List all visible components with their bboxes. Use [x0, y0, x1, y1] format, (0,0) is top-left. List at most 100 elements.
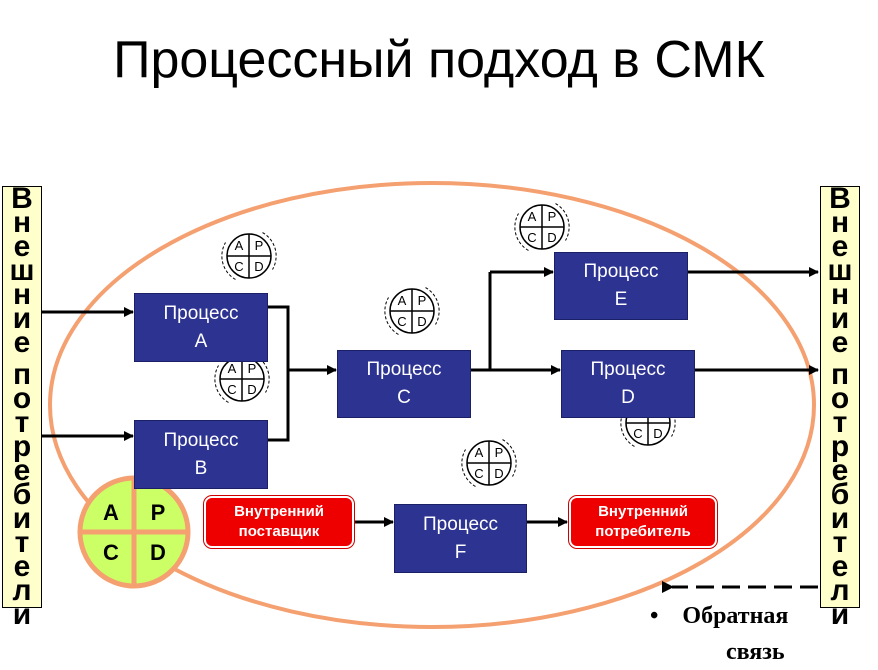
feedback-line2: связь — [726, 639, 785, 665]
rotation-arc-icon — [214, 365, 229, 403]
process-c-letter: C — [397, 387, 411, 408]
process-a-box: Процесс A — [134, 293, 268, 362]
vertical-letter: б — [830, 478, 850, 511]
connector-a-out — [267, 305, 290, 442]
vertical-letter: ш — [9, 254, 35, 287]
process-d-letter: D — [621, 387, 635, 408]
pdca-small-letter: D — [247, 382, 256, 397]
pdca-cycle-large: A P C D — [77, 475, 191, 589]
process-a-label: Процесс — [163, 302, 239, 324]
rotation-arc-icon — [221, 242, 236, 280]
vertical-letter: л — [12, 574, 32, 607]
bullet-icon: • — [650, 603, 659, 629]
vertical-letter: о — [12, 382, 32, 415]
vertical-letter: ш — [827, 254, 853, 287]
pdca-small-letter: A — [228, 361, 237, 376]
rotation-arc-icon — [555, 203, 570, 241]
process-f-box: Процесс F — [394, 504, 527, 573]
pdca-small-letter: P — [495, 445, 504, 460]
pdca-small-letter: C — [397, 314, 406, 329]
vertical-letter: о — [830, 382, 850, 415]
pdca-small-letter: C — [527, 230, 536, 245]
pdca-small-letter: D — [547, 230, 556, 245]
rotation-arc-icon — [502, 439, 517, 477]
vertical-letter: и — [12, 502, 32, 535]
vertical-letter: В — [829, 182, 851, 215]
rotation-arc-icon — [514, 213, 529, 251]
process-b-box: Процесс B — [134, 420, 268, 489]
vertical-letter: и — [12, 302, 32, 335]
pdca-large-p: P — [151, 500, 166, 525]
rotation-arc-icon — [262, 232, 277, 270]
feedback-line1: Обратная — [682, 603, 789, 629]
vertical-letter: е — [831, 454, 849, 487]
vertical-letter: б — [12, 478, 32, 511]
pdca-small-letter: C — [234, 259, 243, 274]
process-e-letter: E — [614, 289, 628, 310]
vertical-letter: р — [12, 430, 32, 463]
pdca-small-letter: C — [474, 466, 483, 481]
pdca-large-a: A — [103, 500, 119, 525]
vertical-letter: е — [13, 454, 31, 487]
pdca-small-letter: A — [235, 238, 244, 253]
vertical-letter: и — [830, 598, 850, 631]
vertical-letter: В — [11, 182, 33, 215]
process-c-box: Процесс C — [337, 350, 471, 418]
internal-supplier-line1: Внутренний — [234, 503, 324, 520]
flow-arrows — [40, 267, 819, 527]
process-f-letter: F — [454, 541, 467, 563]
feedback-note: • Обратная связь — [650, 598, 788, 670]
rotation-arc-icon — [384, 297, 399, 335]
vertical-letter: п — [12, 358, 32, 391]
pdca-small-letter: P — [548, 209, 557, 224]
vertical-letter: е — [831, 550, 849, 583]
vertical-letter: т — [832, 406, 848, 439]
pdca-small-letter: C — [633, 426, 642, 441]
process-c-label: Процесс — [366, 359, 442, 380]
vertical-letter: е — [831, 230, 849, 263]
process-e-box: Процесс E — [554, 252, 688, 320]
internal-consumer-box: Внутренний потребитель — [568, 495, 718, 549]
pdca-small-letter: D — [653, 426, 662, 441]
vertical-letter: е — [13, 230, 31, 263]
pdca-large-d: D — [150, 540, 166, 565]
process-d-label: Процесс — [590, 359, 666, 380]
pdca-small-letter: C — [227, 382, 236, 397]
pdca-small-letter: P — [255, 238, 264, 253]
vertical-letter: и — [12, 598, 32, 631]
qms-boundary-ellipse — [48, 181, 816, 629]
internal-consumer-line2: потребитель — [595, 523, 691, 540]
pdca-small-letter: A — [398, 293, 407, 308]
rotation-arc-icon — [255, 355, 270, 393]
pdca-small-letter: P — [248, 361, 257, 376]
rotation-arc-icon — [461, 449, 476, 487]
page-title: Процессный подход в СМК — [113, 31, 765, 89]
pdca-small-letter: D — [254, 259, 263, 274]
vertical-letter: р — [830, 430, 850, 463]
vertical-letter: н — [12, 206, 32, 239]
pdca-small-letter: P — [418, 293, 427, 308]
process-b-letter: B — [194, 457, 208, 479]
pdca-small-letter: A — [528, 209, 537, 224]
process-f-label: Процесс — [422, 513, 499, 535]
pdca-small-letter: D — [494, 466, 503, 481]
vertical-letter: т — [14, 526, 30, 559]
vertical-letter: и — [830, 302, 850, 335]
process-e-label: Процесс — [583, 261, 659, 282]
vertical-letter: т — [832, 526, 848, 559]
vertical-letter: л — [830, 574, 850, 607]
pdca-small-letter: D — [417, 314, 426, 329]
vertical-letter: т — [14, 406, 30, 439]
internal-supplier-line2: поставщик — [238, 523, 320, 540]
vertical-letter: е — [831, 326, 849, 359]
vertical-letter: н — [830, 206, 850, 239]
process-a-letter: A — [194, 330, 208, 352]
internal-supplier-box: Внутренний поставщик — [203, 495, 355, 549]
